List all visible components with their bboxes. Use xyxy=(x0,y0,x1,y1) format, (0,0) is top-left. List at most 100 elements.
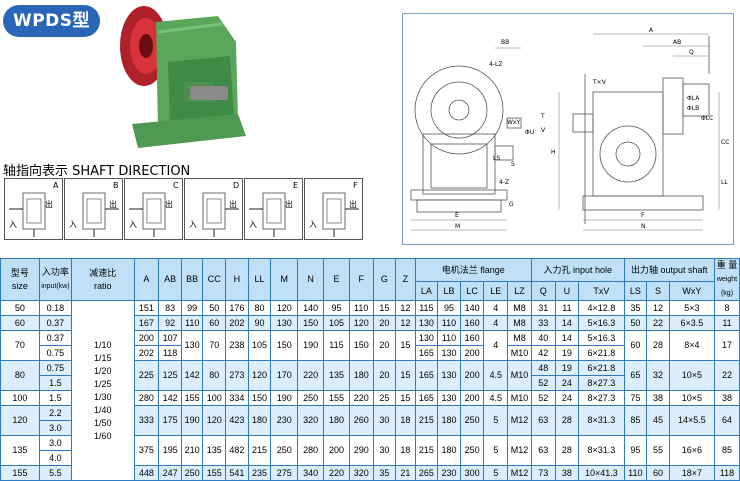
cell-power: 4.0 xyxy=(38,450,73,466)
shaft-diagram-icon xyxy=(322,192,359,237)
cell-output: 22 xyxy=(646,315,670,331)
dim-label-cc: CC xyxy=(721,139,729,146)
cell-dim: 130 xyxy=(270,315,299,331)
cell-flange: 300 xyxy=(459,465,485,481)
shaft-letter: F xyxy=(353,181,358,190)
header-flange: 电机法兰 flange xyxy=(414,257,532,283)
cell-input: 28 xyxy=(554,435,580,466)
cell-output: 60 xyxy=(623,330,648,361)
shaft-input-label: 入 xyxy=(309,220,317,229)
cell-dim: 247 xyxy=(158,465,182,481)
cell-output: 95 xyxy=(623,435,648,466)
cell-dim: 333 xyxy=(133,405,160,436)
cell-power: 3.0 xyxy=(38,435,73,451)
cell-power: 0.75 xyxy=(38,345,73,361)
shaft-diagram-icon xyxy=(249,192,286,237)
header-subcol: LC xyxy=(459,281,485,301)
cell-output: 38 xyxy=(646,390,670,406)
cell-flange: 160 xyxy=(459,315,485,331)
cell-flange: M10 xyxy=(507,390,532,406)
header-subcol: TxV xyxy=(578,281,625,301)
cell-flange: 5 xyxy=(483,435,509,466)
cell-input: 73 xyxy=(530,465,556,481)
cell-flange: 140 xyxy=(459,300,485,316)
cell-dim: 30 xyxy=(372,405,397,436)
cell-dim: 125 xyxy=(158,360,182,391)
cell-size: 80 xyxy=(0,360,40,391)
header-col: E xyxy=(323,258,350,301)
cell-input: 40 xyxy=(530,330,556,346)
shaft-output-label: 出 xyxy=(165,200,173,209)
cell-output: 6×3.5 xyxy=(668,315,716,331)
cell-flange: 115 xyxy=(414,300,439,316)
header-subcol: S xyxy=(646,281,670,301)
cell-dim: 120 xyxy=(270,300,299,316)
table-row: 3.0 xyxy=(1,420,740,436)
cell-output: 12 xyxy=(646,300,670,316)
cell-flange: 95 xyxy=(437,300,461,316)
cell-dim: 334 xyxy=(225,390,249,406)
cell-input: 5×16.3 xyxy=(578,330,625,346)
cell-ab: 107 xyxy=(158,330,182,346)
dim-label-v: V xyxy=(541,127,546,134)
dim-label-q: Q xyxy=(689,49,694,56)
cell-dim: 170 xyxy=(270,360,299,391)
cell-flange: 110 xyxy=(437,315,461,331)
cell-flange: M8 xyxy=(507,315,532,331)
cell-input: 8×27.3 xyxy=(578,375,625,391)
dim-label-bb: BB xyxy=(501,39,509,46)
cell-input: 38 xyxy=(554,465,580,481)
cell-dim: 280 xyxy=(297,435,325,466)
cell-input: 63 xyxy=(530,405,556,436)
cell-dim: 15 xyxy=(372,300,397,316)
cell-dim: 275 xyxy=(270,465,299,481)
cell-flange: 130 xyxy=(437,345,461,361)
shaft-input-label: 入 xyxy=(189,220,197,229)
cell-flange: 4 xyxy=(483,300,509,316)
shaft-output-label: 出 xyxy=(45,200,53,209)
header-col: F xyxy=(348,258,374,301)
cell-dim: 541 xyxy=(225,465,249,481)
header-col: LL xyxy=(247,258,272,301)
cell-dim: 21 xyxy=(395,465,416,481)
cell-weight: 38 xyxy=(714,390,740,406)
cell-dim: 320 xyxy=(297,405,325,436)
cell-dim: 35 xyxy=(372,465,397,481)
cell-dim: 200 xyxy=(323,435,350,466)
shaft-output-label: 出 xyxy=(285,200,293,209)
dim-label-lb: ΦLB xyxy=(687,105,699,112)
cell-weight: 118 xyxy=(714,465,740,481)
cell-flange: 230 xyxy=(437,465,461,481)
dimension-drawing-svg: BB 4-LZ WxY ΦU T V LS S 4-Z G E M A AB Q… xyxy=(410,27,729,231)
cell-dim: 15 xyxy=(395,330,416,361)
cell-a: 200 xyxy=(133,330,160,346)
cell-flange: 4.5 xyxy=(483,360,509,391)
dim-label-ab: AB xyxy=(673,39,681,46)
gearbox-photo xyxy=(120,6,246,148)
dim-label-la: ΦLA xyxy=(687,95,700,102)
cell-dim: 155 xyxy=(180,390,204,406)
cell-output: 10×5 xyxy=(668,360,716,391)
dim-label-wxy: WxY xyxy=(507,119,520,126)
cell-dim: 190 xyxy=(297,330,325,361)
shaft-input-label: 入 xyxy=(249,220,257,229)
cell-input: 52 xyxy=(530,390,556,406)
dim-label-t: T xyxy=(540,113,545,120)
cell-dim: 150 xyxy=(348,330,374,361)
cell-power: 0.37 xyxy=(38,315,73,331)
cell-flange: M8 xyxy=(507,300,532,316)
cell-input: 42 xyxy=(530,345,556,361)
cell-power: 1.5 xyxy=(38,390,73,406)
header-subcol: Q xyxy=(530,281,556,301)
cell-input: 52 xyxy=(530,375,556,391)
header-subcol: LS xyxy=(623,281,648,301)
cell-power: 0.37 xyxy=(38,330,73,346)
cell-flange: 250 xyxy=(459,405,485,436)
dim-label-lc: ΦLC xyxy=(701,115,713,122)
cell-dim: 180 xyxy=(247,405,272,436)
cell-dim: 250 xyxy=(270,435,299,466)
